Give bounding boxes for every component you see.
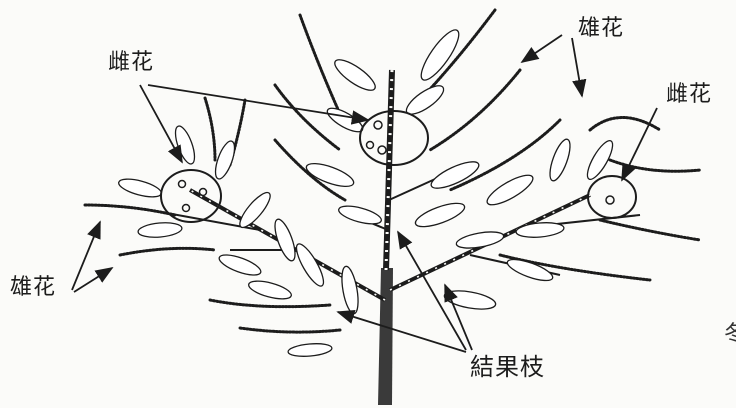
female-flower-circle-left: [161, 170, 221, 222]
label-fruiting-branch: 結果枝: [470, 355, 545, 379]
label-female-flower-left: 雌花: [108, 52, 154, 74]
female-flower-circle-top: [360, 111, 428, 165]
label-male-flower-left: 雄花: [10, 277, 56, 299]
label-male-flower-top: 雄花: [578, 18, 624, 40]
label-female-flower-right: 雌花: [666, 84, 712, 106]
cropped-text-fragment: 冬: [724, 316, 736, 348]
branches: [150, 170, 640, 300]
